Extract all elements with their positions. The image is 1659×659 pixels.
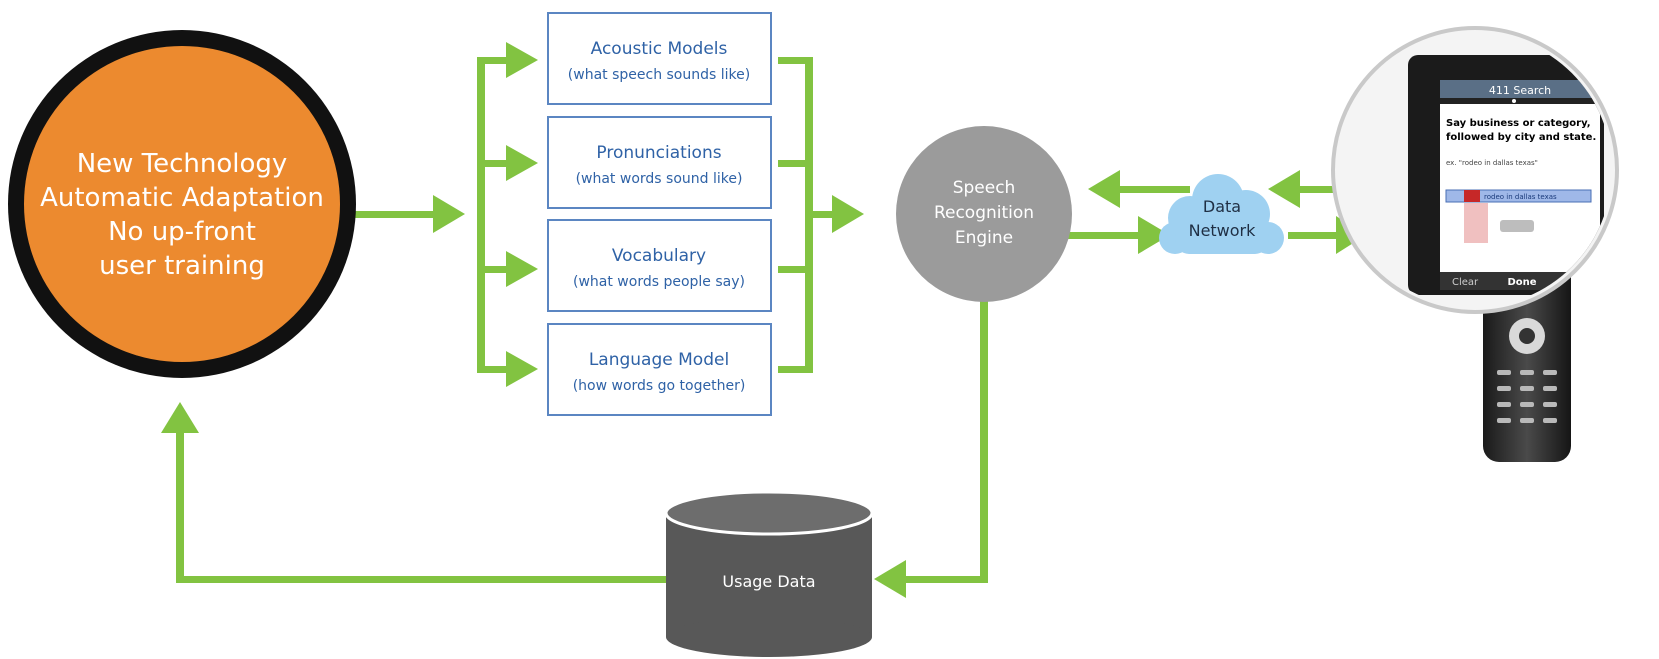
model-title: Vocabulary: [612, 246, 706, 266]
cloud-line-1: Data: [1203, 197, 1241, 216]
branch-bracket-left: [477, 42, 538, 387]
phone-prompt-line-2: followed by city and state.: [1446, 132, 1596, 143]
model-box-acoustic: Acoustic Models (what speech sounds like…: [547, 12, 772, 105]
arrow-usage-data-to-tech: [161, 402, 666, 583]
tech-line-1: New Technology: [77, 149, 288, 179]
model-box-pronunciations: Pronunciations (what words sound like): [547, 116, 772, 209]
model-box-vocabulary: Vocabulary (what words people say): [547, 219, 772, 312]
data-network-cloud: Data Network: [1159, 174, 1284, 254]
arrow-tech-to-models: [355, 195, 465, 233]
model-subtitle: (what speech sounds like): [568, 67, 750, 83]
engine-line-3: Engine: [955, 228, 1013, 248]
tech-line-4: user training: [99, 251, 265, 281]
model-subtitle: (what words sound like): [576, 171, 743, 187]
softkey-clear[interactable]: Clear: [1452, 277, 1479, 288]
model-title: Language Model: [589, 350, 729, 370]
tech-line-3: No up-front: [108, 217, 256, 247]
phone-example: ex. "rodeo in dallas texas": [1446, 159, 1538, 167]
speech-engine-node: Speech Recognition Engine: [896, 126, 1072, 302]
phone-input-field[interactable]: [1445, 189, 1592, 203]
usage-data-label: Usage Data: [722, 572, 815, 591]
arrow-engine-to-cloud: [1060, 216, 1170, 254]
cloud-line-2: Network: [1189, 221, 1257, 240]
engine-line-2: Recognition: [934, 203, 1034, 223]
phone-screen: 411 Search Say business or category, fol…: [1440, 80, 1600, 290]
branch-bracket-right: [778, 57, 864, 373]
connectors: [161, 42, 1366, 598]
tech-line-2: Automatic Adaptation: [40, 183, 324, 213]
phone-title-bar: 411 Search: [1489, 84, 1551, 97]
softkey-done[interactable]: Done: [1507, 277, 1536, 288]
arrow-engine-to-usage-data: [874, 298, 988, 598]
model-title: Acoustic Models: [591, 39, 728, 59]
keypad: [1497, 370, 1557, 423]
mobile-phone: 411 Search Say business or category, fol…: [1331, 26, 1619, 462]
usage-data-database: Usage Data: [664, 490, 874, 657]
model-box-language: Language Model (how words go together): [547, 323, 772, 416]
engine-line-1: Speech: [953, 178, 1016, 198]
arrow-phone-to-cloud: [1268, 170, 1364, 208]
phone-input-text: rodeo in dallas texas: [1484, 193, 1557, 201]
model-subtitle: (what words people say): [573, 274, 745, 290]
phone-prompt-line-1: Say business or category,: [1446, 118, 1591, 129]
model-subtitle: (how words go together): [573, 378, 746, 394]
tech-circle: New Technology Automatic Adaptation No u…: [8, 30, 356, 378]
model-title: Pronunciations: [596, 143, 721, 163]
arrow-cloud-to-engine: [1088, 170, 1190, 208]
